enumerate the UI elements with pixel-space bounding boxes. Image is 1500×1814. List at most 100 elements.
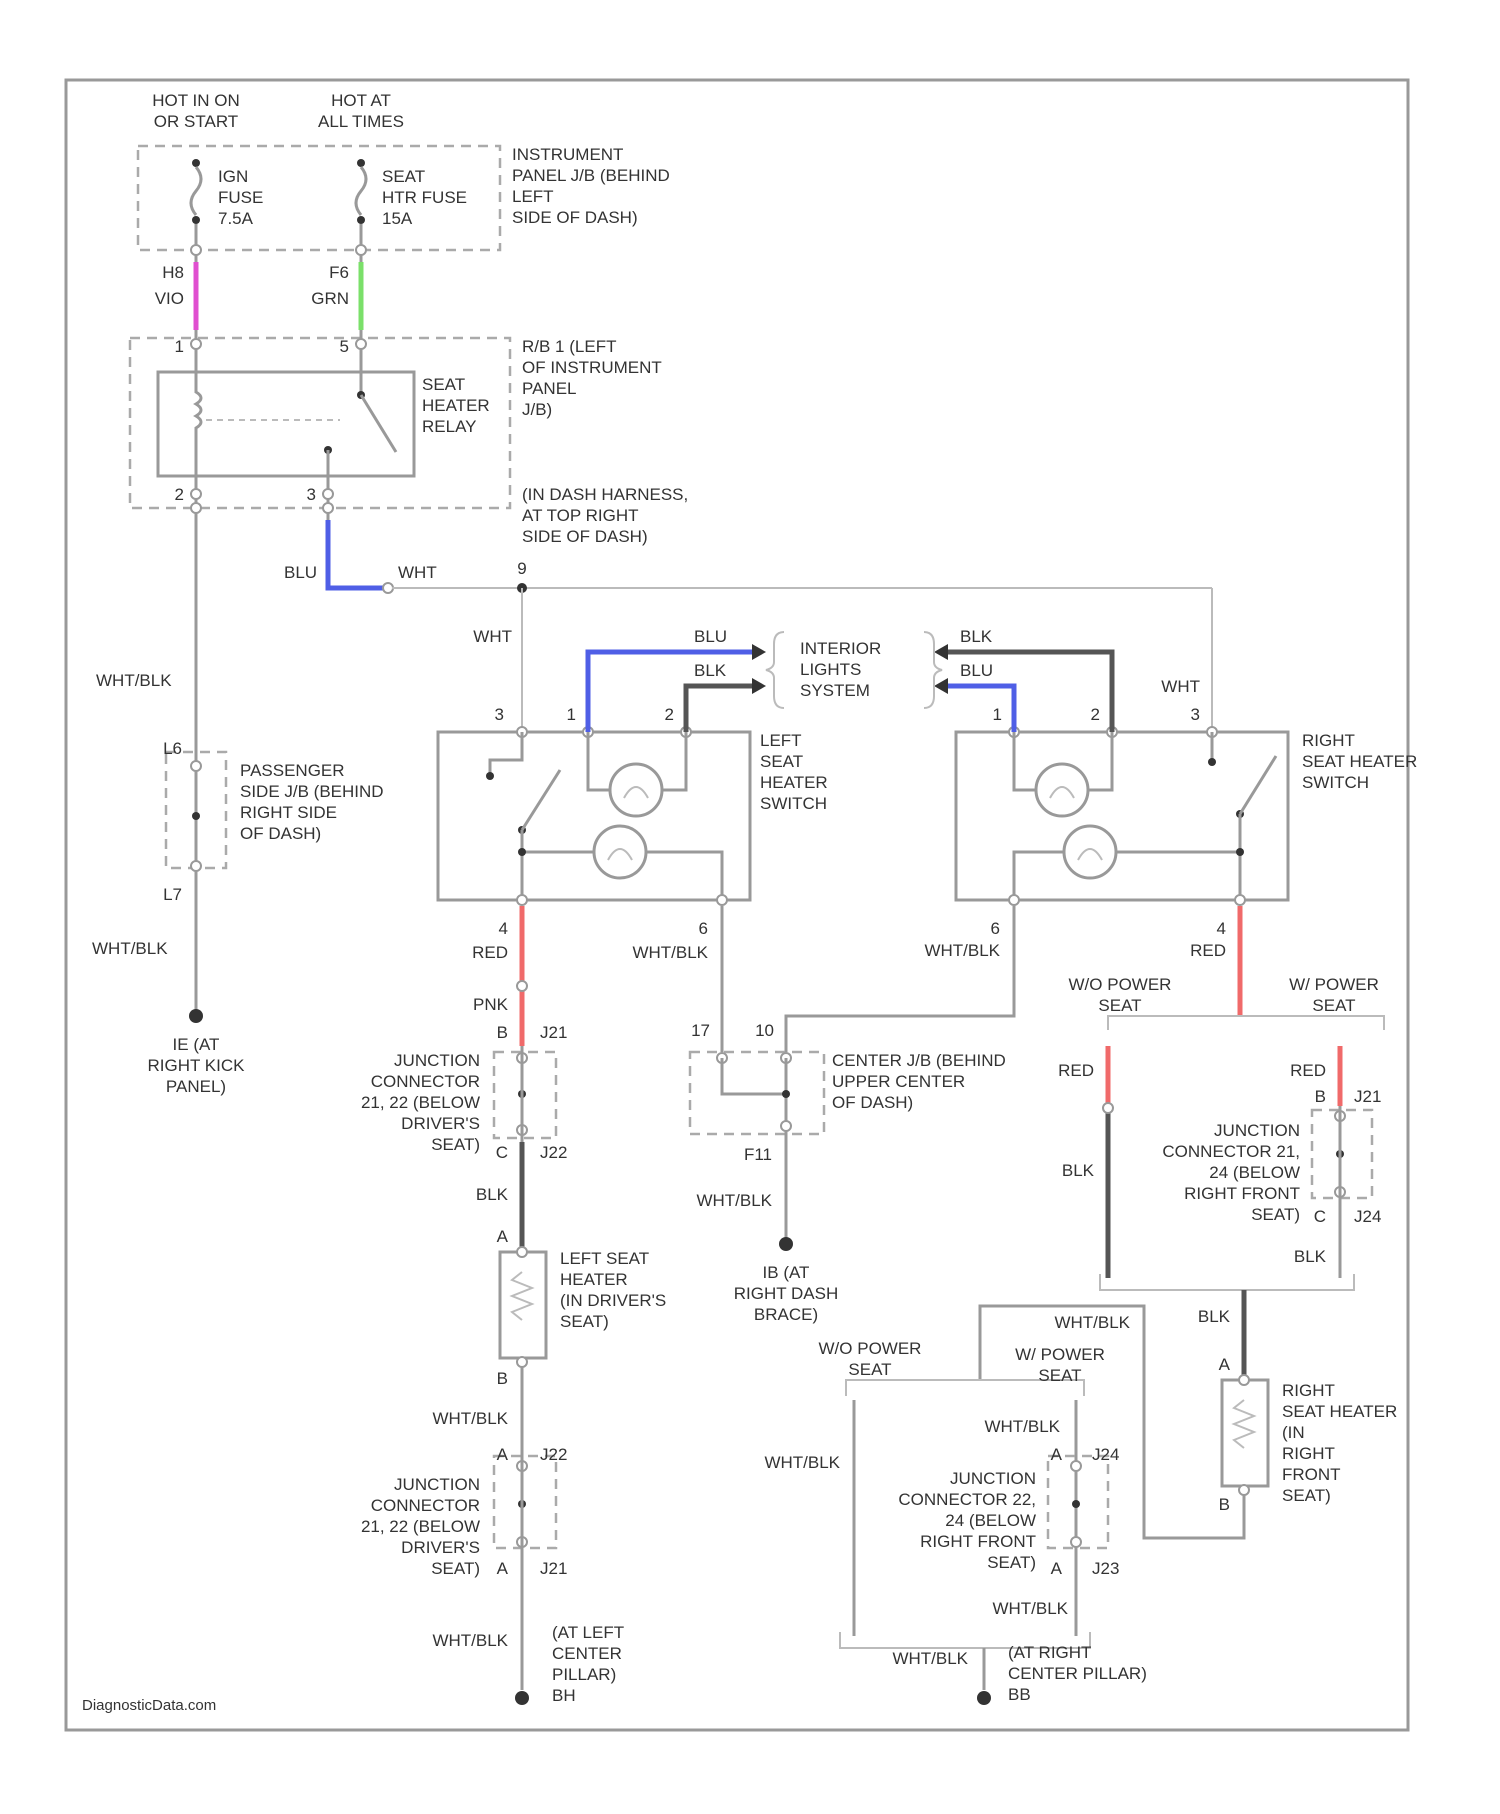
rs-pin6 (1009, 895, 1019, 905)
cj-pin10-label: 10 (755, 1021, 774, 1040)
rs-lamp-top-leads (1014, 732, 1112, 790)
j3-pin-b-label: B (1315, 1087, 1326, 1106)
wire-whtblk5-label: WHT/BLK (696, 1191, 772, 1210)
cj-splice (782, 1090, 790, 1098)
rs-switch-arm (1240, 756, 1276, 814)
relay-pin5 (356, 339, 366, 349)
wire-blk6-label: BLK (1294, 1247, 1327, 1266)
text-labels: HOT IN ONOR START HOT ATALL TIMES IGNFUS… (82, 91, 1417, 1714)
left-seat-heater-switch (438, 732, 750, 900)
wire-red3-label: RED (1058, 1061, 1094, 1080)
ls-pin3-label: 3 (495, 705, 504, 724)
wire-blu3-label: BLU (960, 661, 993, 680)
wire-wht-label: WHT (398, 563, 437, 582)
j4-splice (1072, 1500, 1080, 1508)
relay-switch-arm (361, 395, 396, 452)
wire-whtblk8-label: WHT/BLK (432, 1409, 508, 1428)
wire-whtblk10-label: WHT/BLK (992, 1599, 1068, 1618)
wire-grn-label: GRN (311, 289, 349, 308)
ground-right-icon (977, 1691, 991, 1705)
rh-pin-b-label: B (1219, 1495, 1230, 1514)
wire-blu2-label: BLU (694, 627, 727, 646)
relay-pin1 (191, 339, 201, 349)
ls-switch-arm (522, 770, 560, 830)
ls-pin6-label: 6 (699, 919, 708, 938)
rs-pin3-label: 3 (1191, 705, 1200, 724)
ls-lamp-top-filament (624, 787, 648, 798)
cj-pin17-label: 17 (691, 1021, 710, 1040)
j4-j23-label: J23 (1092, 1559, 1119, 1578)
rs-lamp-bottom-filament (1078, 849, 1102, 860)
j2-pin-a-label: A (497, 1445, 509, 1464)
j4-j24-label: J24 (1092, 1445, 1119, 1464)
j1-j22-label: J22 (540, 1143, 567, 1162)
lh-element-icon (512, 1272, 532, 1320)
wire-whtblk4-label: WHT/BLK (924, 941, 1000, 960)
rs-lamp-bottom-icon (1064, 826, 1116, 878)
wire-whtblk2-label: WHT/BLK (92, 939, 168, 958)
wire-whtblk3-label: WHT/BLK (632, 943, 708, 962)
relay-pin2-label: 2 (175, 485, 184, 504)
j1-j21-label: J21 (540, 1023, 567, 1042)
fuse-seat-icon (356, 167, 366, 215)
lh-pin-b (517, 1357, 527, 1367)
ground-ie-label: IE (ATRIGHT KICKPANEL) (148, 1035, 246, 1096)
right-seat-heater (1222, 1380, 1268, 1486)
passenger-jb-label: PASSENGERSIDE J/B (BEHINDRIGHT SIDEOF DA… (240, 761, 384, 843)
j1-pin-c-label: C (496, 1143, 508, 1162)
fuse-seat-pin (356, 245, 366, 255)
j4-pin-a-label: A (1051, 1445, 1063, 1464)
relay-pin2b (191, 503, 201, 513)
fuse-ign-bottom-pin (192, 216, 200, 224)
lh-pin-a-label: A (497, 1227, 509, 1246)
wire-whtblk11-label: WHT/BLK (432, 1631, 508, 1650)
fuse-seat-top-pin (357, 159, 365, 167)
rs-splice (1236, 848, 1244, 856)
wire-whtblk6-label: WHT/BLK (1054, 1313, 1130, 1332)
arrow-blk-left-icon (752, 678, 766, 694)
ls-switch-contact (486, 772, 494, 780)
ground-ie-icon (189, 1009, 203, 1023)
wire-blu-right (944, 686, 1014, 732)
ls-pin4 (517, 895, 527, 905)
rh-element-icon (1234, 1400, 1254, 1448)
rs-lamp-top-icon (1036, 764, 1088, 816)
rh-pin-a-label: A (1219, 1355, 1231, 1374)
wire-whtblk12-label: WHT/BLK (892, 1649, 968, 1668)
rs-lamp-top-filament (1050, 787, 1074, 798)
cj-pin-f11-label: F11 (744, 1145, 772, 1164)
pin-h8-label: H8 (162, 263, 184, 282)
pin-l7 (191, 861, 201, 871)
wire-blk7-label: BLK (1198, 1307, 1231, 1326)
wire-blu-label: BLU (284, 563, 317, 582)
relay-pin1-label: 1 (175, 337, 184, 356)
pin-f6-label: F6 (329, 263, 349, 282)
junction4-label: JUNCTIONCONNECTOR 22,24 (BELOWRIGHT FRON… (898, 1469, 1036, 1572)
wire-whtblk-rs6 (786, 906, 1014, 1052)
power-seat-merge-upper (1100, 1274, 1354, 1290)
power-seat-split-upper (1108, 1016, 1384, 1030)
ls-switch-lead (490, 732, 522, 776)
rs-pin6-label: 6 (991, 919, 1000, 938)
j2-j22-label: J22 (540, 1445, 567, 1464)
wire-red2-label: RED (1190, 941, 1226, 960)
rs-pin4-label: 4 (1217, 919, 1226, 938)
wire-whtblk1-label: WHT/BLK (96, 671, 172, 690)
arrow-blk-right-icon (934, 644, 948, 660)
j4-pin-a2-label: A (1051, 1559, 1063, 1578)
pin-l6 (191, 761, 201, 771)
fuse-seat-bottom-pin (357, 216, 365, 224)
wire-blk2-label: BLK (694, 661, 727, 680)
rs-lamp-bottom-leads (1014, 852, 1240, 900)
diagram-frame (66, 80, 1408, 1730)
